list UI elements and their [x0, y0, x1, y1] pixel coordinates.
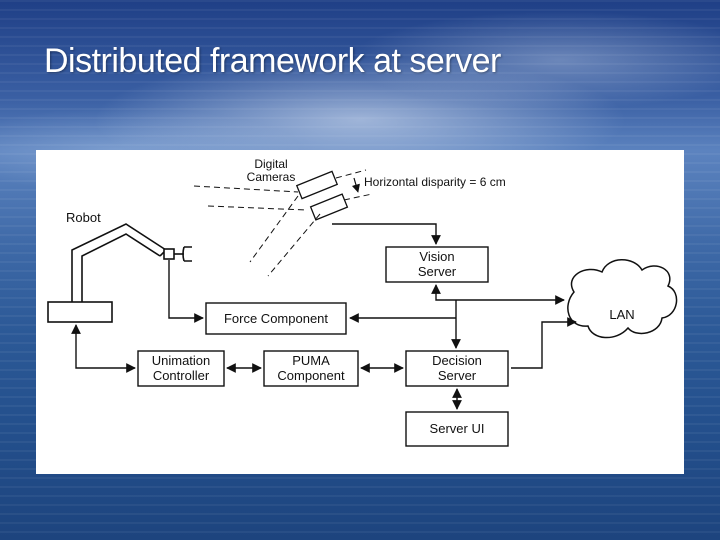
diagram-panel: Digital Cameras Horizontal disparity = 6…: [36, 150, 684, 474]
puma-component-label: PUMA Component: [277, 353, 345, 383]
camera-icon: [295, 170, 349, 221]
slide-title: Distributed framework at server: [44, 42, 501, 80]
lan-label: LAN: [609, 307, 635, 322]
robot-label: Robot: [66, 210, 101, 225]
server-ui-box: [405, 411, 509, 447]
unimation-controller-box: [137, 350, 225, 387]
force-component-label: Force Component: [223, 311, 329, 326]
vision-server-label: Vision Server: [417, 249, 457, 279]
puma-component-box: [263, 350, 359, 387]
decision-server-label: Decision Server: [432, 353, 482, 383]
robot-base: [47, 301, 113, 323]
camera-view-lines: [193, 169, 373, 277]
unimation-controller-label: Unimation Controller: [151, 353, 211, 383]
connectors: [71, 223, 577, 410]
vision-server-box: [385, 246, 489, 283]
horizontal-disparity-label: Horizontal disparity = 6 cm: [364, 175, 506, 189]
disparity-arrow: [351, 177, 360, 193]
digital-cameras-label: Digital Cameras: [246, 157, 296, 184]
robot-arm: [71, 223, 192, 302]
lan-cloud: [567, 259, 678, 339]
diagram-canvas: [47, 169, 678, 447]
server-ui-label: Server UI: [429, 421, 485, 436]
force-component-box: [205, 302, 347, 335]
decision-server-box: [405, 350, 509, 387]
